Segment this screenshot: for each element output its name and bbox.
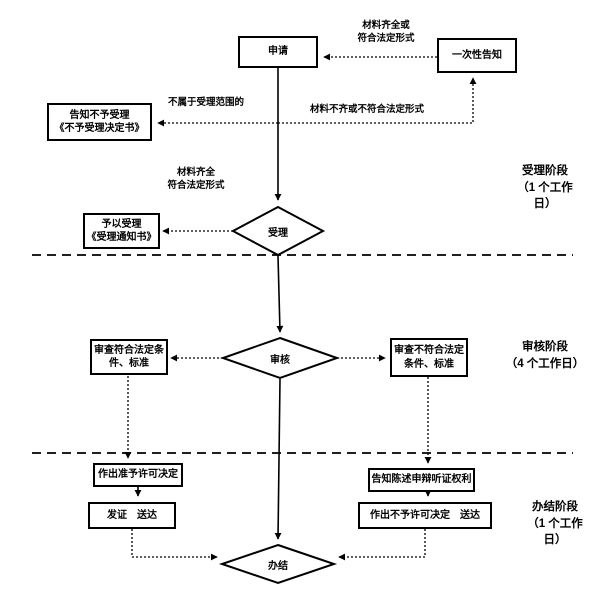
edge-label-complete-mid: 材料齐全 符合法定形式: [167, 167, 225, 191]
accept-diamond-shape: [230, 205, 326, 257]
edge-deny-to-close: [338, 529, 426, 561]
edge-label-out-of-scope: 不属于受理范围的: [167, 97, 244, 108]
edge-issue-to-close: [131, 529, 218, 561]
diamonds: [218, 205, 341, 585]
review-diamond-label: 审核: [270, 354, 290, 366]
grant-decision-box: 作出准予许可决定: [93, 463, 183, 487]
notify-once-box: 一次性告知: [437, 38, 517, 73]
issue-deliver-box: 发证 送达: [88, 502, 176, 529]
edge-label-incomplete: 材料不齐或不符合法定形式: [309, 104, 424, 115]
stage-separators: [32, 254, 573, 454]
review-pass-box: 审查符合法定条 件、标准: [90, 339, 168, 375]
stage-label-accept: 受理阶段 （1 个工作 日）: [517, 165, 573, 211]
reject-box: 告知不予受理 《不予受理决定书》: [47, 103, 152, 141]
notify-rights-box: 告知陈述申辩听证权利: [368, 468, 475, 492]
close-diamond-shape: [218, 543, 338, 585]
edge-review-to-close: [274, 378, 282, 540]
edge-accept-to-review: [276, 255, 284, 333]
stage-label-review: 审核阶段 （4 个工作日）: [505, 341, 585, 370]
apply-box: 申请: [238, 36, 318, 68]
solid-connectors: [134, 68, 432, 540]
close-diamond-label: 办结: [268, 560, 288, 572]
accept-diamond-label: 受理: [268, 227, 288, 239]
dotted-connectors: [124, 53, 477, 561]
accept-notice-box: 予以受理 《受理通知书》: [83, 213, 160, 249]
review-fail-box: 审查不符合法定 条件、标准: [390, 338, 468, 377]
edge-label-complete-top: 材料齐全或 符合法定形式: [357, 20, 415, 44]
deny-deliver-box: 作出不予许可决定 送达: [358, 502, 492, 529]
edge-to-notifyonce: [278, 77, 477, 124]
stage-label-close: 办结阶段 （1 个工作 日）: [527, 501, 583, 547]
review-diamond-shape: [219, 336, 341, 380]
